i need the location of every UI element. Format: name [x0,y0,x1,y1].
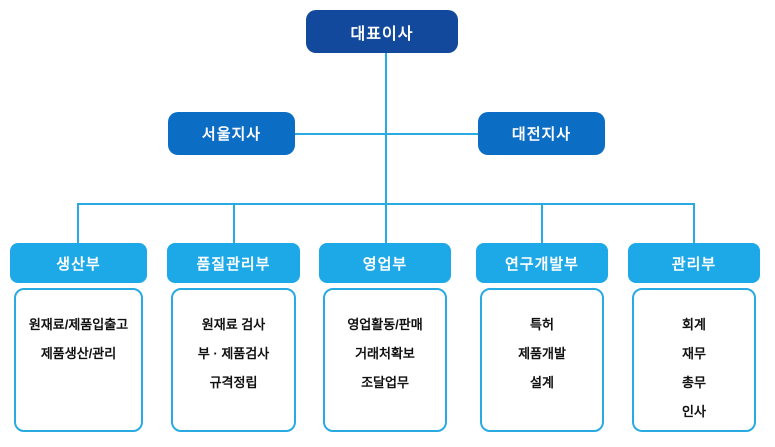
department-label: 연구개발부 [504,255,579,273]
task-item: 설계 [530,375,554,390]
department-column-admin: 관리부 회계 재무 총무 인사 [628,243,760,432]
department-column-production: 생산부 원재료/제품입출고 제품생산/관리 [10,243,147,432]
task-item: 제품개발 [518,346,566,361]
connector-distribution [77,203,695,205]
department-header-production: 생산부 [10,243,147,283]
ceo-label: 대표이사 [350,25,414,43]
department-header-quality: 품질관리부 [167,243,300,283]
task-item: 재무 [682,346,706,361]
connector-drop-4 [541,204,543,243]
department-column-sales: 영업부 영업활동/판매 거래처확보 조달업무 [319,243,451,432]
department-column-rnd: 연구개발부 특허 제품개발 설계 [476,243,608,432]
department-column-quality: 품질관리부 원재료 검사 부 · 제품검사 규격정립 [167,243,300,432]
connector-ceo-vertical [385,53,387,204]
task-item: 조달업무 [361,375,409,390]
task-item: 규격정립 [209,375,258,390]
connector-drop-1 [77,204,79,243]
department-label: 생산부 [56,255,101,273]
department-label: 품질관리부 [196,255,271,273]
task-box-sales: 영업활동/판매 거래처확보 조달업무 [323,288,447,432]
task-box-production: 원재료/제품입출고 제품생산/관리 [14,288,143,432]
department-header-sales: 영업부 [319,243,451,283]
task-item: 회계 [682,317,706,332]
task-item: 총무 [682,375,706,390]
task-item: 원재료 검사 [201,317,266,332]
connector-drop-3 [385,204,387,243]
task-item: 영업활동/판매 [347,317,423,332]
department-label: 관리부 [671,255,717,273]
task-box-rnd: 특허 제품개발 설계 [480,288,604,432]
branch-box-seoul: 서울지사 [168,112,295,155]
task-box-admin: 회계 재무 총무 인사 [632,288,756,432]
connector-drop-2 [233,204,235,243]
department-header-admin: 관리부 [628,243,760,283]
task-box-quality: 원재료 검사 부 · 제품검사 규격정립 [171,288,296,432]
connector-branch-horizontal [295,133,478,135]
department-header-rnd: 연구개발부 [476,243,608,283]
task-item: 원재료/제품입출고 [28,317,129,332]
ceo-box: 대표이사 [306,10,458,53]
connector-drop-5 [693,204,695,243]
task-item: 부 · 제품검사 [197,346,270,361]
task-item: 제품생산/관리 [40,346,117,361]
branch-daejeon-label: 대전지사 [511,126,572,143]
department-label: 영업부 [362,255,408,273]
branch-box-daejeon: 대전지사 [478,112,605,155]
task-item: 거래처확보 [355,346,415,361]
task-item: 인사 [682,404,706,419]
task-item: 특허 [530,317,554,332]
branch-seoul-label: 서울지사 [201,126,262,143]
